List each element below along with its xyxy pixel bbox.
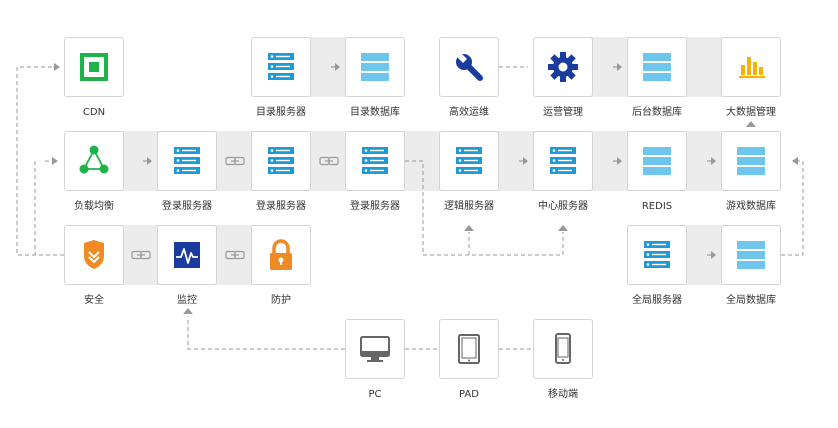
label-bigdata-management: 大数据管理 bbox=[726, 107, 776, 118]
server-icon bbox=[644, 241, 670, 268]
node-monitoring bbox=[157, 225, 217, 285]
arrowhead-into-center bbox=[558, 225, 568, 231]
node-global-db bbox=[721, 225, 781, 285]
shield-icon bbox=[84, 240, 104, 269]
link-icon-protection bbox=[225, 250, 245, 260]
cdn-icon bbox=[80, 53, 108, 81]
label-pad: PAD bbox=[459, 389, 479, 400]
server-icon bbox=[268, 147, 294, 174]
node-pc bbox=[345, 319, 405, 379]
node-game-db bbox=[721, 131, 781, 191]
arrowhead-into-bigdata bbox=[746, 121, 756, 127]
label-game-db: 游戏数据库 bbox=[726, 201, 776, 212]
phone-icon bbox=[555, 333, 571, 364]
label-login-server-3: 登录服务器 bbox=[350, 201, 400, 212]
label-global-db: 全局数据库 bbox=[726, 295, 776, 306]
label-mobile: 移动端 bbox=[548, 389, 578, 400]
node-center-server bbox=[533, 131, 593, 191]
database-icon bbox=[737, 241, 765, 269]
dash-pc-monitoring bbox=[187, 316, 345, 350]
label-ops-management: 运营管理 bbox=[543, 107, 583, 118]
arrow-lb-login-arrowhead bbox=[147, 157, 152, 165]
arrow-redis-gamedb-arrowhead bbox=[711, 157, 716, 165]
arrowhead-into-logic bbox=[464, 225, 474, 231]
label-security: 安全 bbox=[84, 295, 104, 306]
dash-security-lb bbox=[34, 161, 64, 256]
label-load-balancing: 负载均衡 bbox=[74, 201, 114, 212]
arrow-center-redis-arrowhead bbox=[617, 157, 622, 165]
label-login-server-1: 登录服务器 bbox=[162, 201, 212, 212]
label-efficient-ops: 高效运维 bbox=[449, 107, 489, 118]
node-catalog-db bbox=[345, 37, 405, 97]
label-global-server: 全局服务器 bbox=[632, 295, 682, 306]
node-protection bbox=[251, 225, 311, 285]
arrow-ops-backend-arrowhead bbox=[617, 63, 622, 71]
database-icon bbox=[643, 147, 671, 175]
node-backend-db bbox=[627, 37, 687, 97]
arrow-catalog-arrowhead bbox=[335, 63, 340, 71]
node-catalog-server bbox=[251, 37, 311, 97]
node-efficient-ops bbox=[439, 37, 499, 97]
node-redis bbox=[627, 131, 687, 191]
arrow-into-lb-arrowhead bbox=[52, 157, 58, 165]
server-icon bbox=[550, 147, 576, 174]
label-cdn: CDN bbox=[82, 107, 106, 118]
link-icon-login-2 bbox=[319, 156, 339, 166]
arrowhead-into-gamedb bbox=[792, 157, 798, 165]
label-catalog-db: 目录数据库 bbox=[350, 107, 400, 118]
label-monitoring: 监控 bbox=[177, 295, 197, 306]
arrowhead-into-monitoring bbox=[183, 308, 193, 314]
dash-global-gamedb bbox=[781, 160, 804, 256]
server-icon bbox=[174, 147, 200, 174]
node-load-balancing bbox=[64, 131, 124, 191]
database-icon bbox=[737, 147, 765, 175]
server-icon bbox=[456, 147, 482, 174]
gear-icon bbox=[548, 52, 578, 82]
link-icon-login-1 bbox=[225, 156, 245, 166]
label-redis: REDIS bbox=[641, 201, 673, 212]
node-login-server-3 bbox=[345, 131, 405, 191]
label-backend-db: 后台数据库 bbox=[632, 107, 682, 118]
database-icon bbox=[361, 53, 389, 81]
node-bigdata-management bbox=[721, 37, 781, 97]
arrow-logic-center-arrowhead bbox=[523, 157, 528, 165]
node-login-server-1 bbox=[157, 131, 217, 191]
link-icon-security bbox=[131, 250, 151, 260]
server-icon bbox=[268, 53, 294, 80]
label-protection: 防护 bbox=[271, 295, 291, 306]
dash-login-to-center bbox=[405, 160, 564, 256]
desktop-icon bbox=[360, 336, 390, 362]
wrench-icon bbox=[456, 53, 483, 81]
arrow-into-cdn-arrowhead bbox=[54, 63, 60, 71]
server-icon bbox=[362, 147, 388, 174]
label-center-server: 中心服务器 bbox=[538, 201, 588, 212]
node-mobile bbox=[533, 319, 593, 379]
monitor-pulse-icon bbox=[174, 242, 200, 268]
node-login-server-2 bbox=[251, 131, 311, 191]
node-global-server bbox=[627, 225, 687, 285]
tablet-icon bbox=[458, 334, 480, 364]
node-pad bbox=[439, 319, 499, 379]
database-icon bbox=[643, 53, 671, 81]
label-logic-server: 逻辑服务器 bbox=[444, 201, 494, 212]
bar-chart-icon bbox=[739, 57, 765, 78]
node-cdn bbox=[64, 37, 124, 97]
node-ops-management bbox=[533, 37, 593, 97]
label-login-server-2: 登录服务器 bbox=[256, 201, 306, 212]
network-icon bbox=[79, 145, 109, 174]
lock-icon bbox=[270, 239, 292, 270]
label-pc: PC bbox=[368, 389, 382, 400]
node-logic-server bbox=[439, 131, 499, 191]
arrow-global-arrowhead bbox=[711, 251, 716, 259]
label-catalog-server: 目录服务器 bbox=[256, 107, 306, 118]
node-security bbox=[64, 225, 124, 285]
